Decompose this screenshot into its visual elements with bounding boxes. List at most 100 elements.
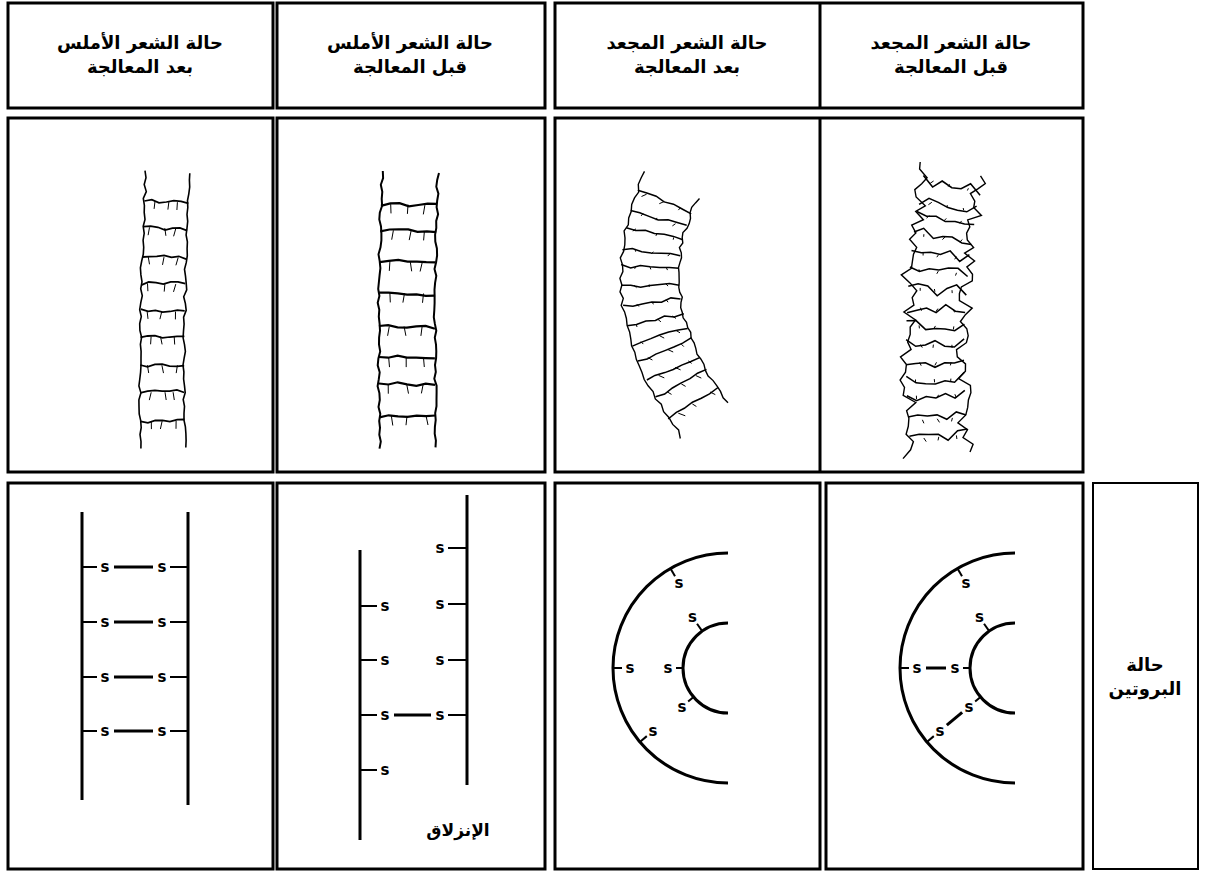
cuticle-crack [676, 330, 680, 332]
cuticle-crack [168, 202, 169, 210]
cuticle-crack [937, 271, 939, 274]
cuticle-crack [641, 342, 643, 345]
cuticle-crack [406, 416, 407, 425]
protein-frame [8, 483, 273, 869]
cuticle-crack [390, 204, 391, 213]
cuticle-scale [380, 260, 436, 262]
cuticle-crack [955, 257, 957, 260]
cuticle-scale [623, 298, 681, 306]
cuticle-crack [678, 208, 680, 210]
cuticle-crack [165, 392, 166, 400]
bond-tick [676, 667, 683, 669]
image-frame [277, 118, 545, 472]
bond-tick [640, 736, 647, 742]
cuticle-crack [681, 344, 684, 347]
cuticle-crack [675, 367, 681, 370]
cuticle-crack [919, 325, 920, 328]
cuticle-scale [140, 390, 184, 393]
cuticle-crack [692, 404, 696, 407]
cuticle-crack [948, 184, 949, 186]
protein-chain [900, 553, 1015, 783]
cuticle-scale [140, 336, 184, 338]
cuticle-crack [666, 284, 668, 286]
header-divider [819, 3, 822, 108]
cuticle-crack [423, 358, 425, 367]
hair-edge [434, 173, 439, 447]
bond-tick [448, 659, 467, 661]
bond-tick [927, 736, 934, 742]
sulfur-atom: s [158, 670, 167, 685]
cuticle-crack [423, 231, 425, 240]
sulfur-atom: s [626, 661, 635, 676]
cuticle-crack [916, 396, 917, 399]
cuticle-crack [967, 188, 968, 190]
protein-chain [613, 553, 728, 783]
cuticle-crack [633, 229, 636, 231]
cuticle-crack [649, 285, 650, 287]
cuticle-crack [953, 309, 954, 312]
cuticle-crack [151, 421, 152, 429]
cuticle-crack [666, 300, 668, 302]
protein-chain [187, 512, 190, 805]
disulfide-bond [394, 714, 431, 717]
cuticle-crack [656, 218, 658, 220]
cuticle-crack [672, 224, 675, 226]
cuticle-scale [910, 267, 968, 277]
bond-tick [170, 730, 188, 732]
bond-tick [360, 769, 377, 771]
cuticle-scale [626, 228, 683, 240]
cuticle-crack [960, 221, 962, 223]
cuticle-crack [924, 438, 926, 442]
cuticle-crack [389, 262, 391, 271]
sulfur-atom: s [158, 560, 167, 575]
sulfur-atom: s [962, 576, 971, 591]
bond-tick [975, 697, 980, 701]
protein-chain [81, 512, 84, 800]
sulfur-atom: s [158, 724, 167, 739]
cuticle-crack [944, 218, 946, 221]
hair-edge [620, 171, 680, 438]
disulfide-bond [114, 621, 153, 624]
cuticle-crack [937, 255, 939, 258]
cuticle-crack [176, 421, 177, 429]
cuticle-crack [154, 201, 156, 209]
bond-tick [697, 624, 702, 631]
disulfide-bond [926, 667, 946, 670]
cuticle-crack [938, 437, 940, 441]
cuticle-crack [175, 312, 176, 320]
cuticle-scale [379, 356, 435, 359]
bond-tick [613, 667, 622, 669]
disulfide-bond [114, 730, 153, 733]
cuticle-crack [160, 311, 162, 319]
cuticle-scale [909, 429, 967, 440]
cuticle-crack [673, 237, 675, 239]
cuticle-crack [164, 284, 166, 292]
cuticle-scale [906, 372, 964, 384]
cuticle-crack [637, 304, 639, 306]
cuticle-crack [920, 288, 921, 291]
cuticle-crack [176, 365, 177, 373]
sulfur-atom: s [101, 670, 110, 685]
cuticle-scale [141, 420, 185, 423]
cuticle-crack [920, 362, 922, 365]
cuticle-crack [920, 345, 922, 348]
protein-frame [826, 483, 1083, 869]
cuticle-crack [389, 293, 390, 302]
sulfur-atom: s [965, 699, 974, 714]
bond-tick [688, 697, 693, 701]
sulfur-atom: s [436, 597, 445, 612]
cuticle-crack [667, 392, 671, 395]
cuticle-crack [668, 350, 674, 353]
cuticle-scale [906, 339, 964, 347]
cuticle-crack [678, 413, 685, 416]
cuticle-crack [919, 269, 920, 272]
cuticle-crack [915, 380, 916, 383]
cuticle-crack [426, 416, 428, 425]
cuticle-crack [176, 258, 178, 266]
cuticle-crack [634, 285, 637, 287]
sulfur-atom: s [436, 541, 445, 556]
cuticle-crack [922, 420, 924, 424]
bond-tick [984, 624, 989, 631]
sulfur-atom: s [101, 560, 110, 575]
sulfur-atom: s [381, 599, 390, 614]
